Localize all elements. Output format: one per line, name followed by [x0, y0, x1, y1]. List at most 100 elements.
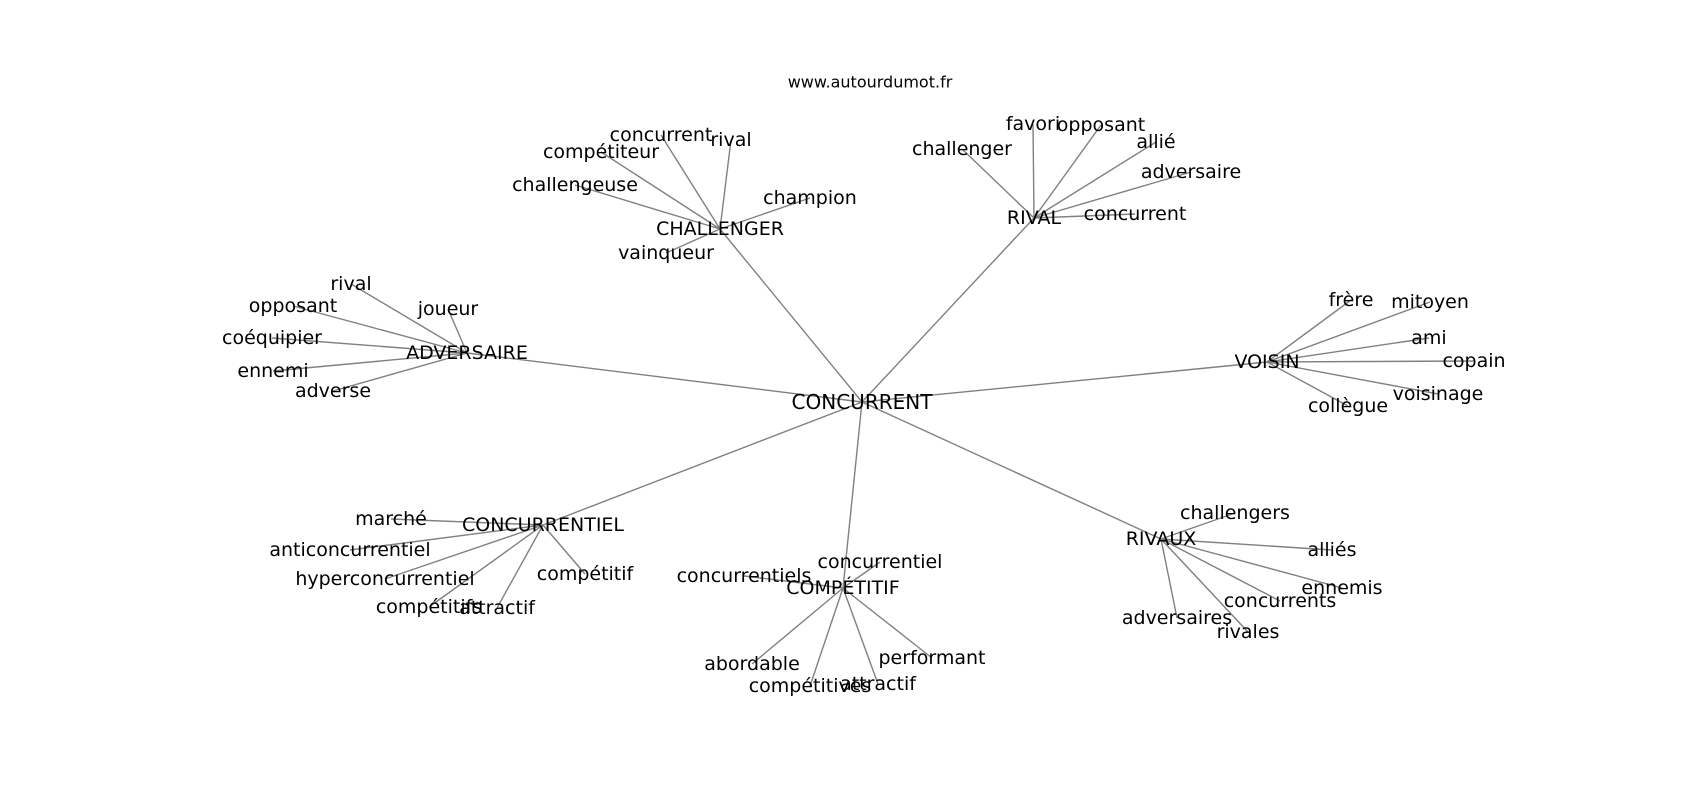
edge-concurrentiel-leaf-5	[542, 524, 586, 575]
edge-challenger-leaf-4	[719, 197, 811, 230]
edge-rivaux-leaf-4	[1160, 538, 1178, 619]
edge-center-competitif	[842, 401, 863, 589]
edge-challenger-leaf-0	[660, 134, 721, 230]
leaf-word-rivaux-5[interactable]: rivales	[1217, 621, 1280, 643]
leaf-word-competitif-5[interactable]: performant	[879, 647, 986, 669]
leaf-word-rivaux-3[interactable]: concurrents	[1224, 590, 1337, 612]
edge-rival-leaf-4	[1033, 171, 1192, 219]
graph-edges	[271, 123, 1475, 687]
leaf-word-rivaux-2[interactable]: ennemis	[1301, 577, 1382, 599]
leaf-word-adversaire-4[interactable]: ennemi	[237, 360, 308, 382]
edge-voisin-leaf-4	[1266, 361, 1439, 395]
source-label: www.autourdumot.fr	[788, 73, 953, 92]
leaf-word-concurrentiel-2[interactable]: hyperconcurrentiel	[295, 568, 474, 590]
edge-center-rivaux	[861, 401, 1162, 540]
edge-rivaux-leaf-3	[1160, 538, 1281, 602]
leaf-word-concurrentiel-0[interactable]: marché	[355, 508, 427, 530]
hub-word-voisin[interactable]: VOISIN	[1234, 351, 1299, 373]
leaf-word-rivaux-0[interactable]: challengers	[1180, 502, 1290, 524]
edge-adversaire-leaf-0	[350, 283, 468, 354]
edge-voisin-leaf-1	[1266, 301, 1431, 363]
edge-rival-leaf-2	[1033, 141, 1157, 219]
edge-rival-leaf-3	[961, 148, 1035, 219]
edge-rivaux-leaf-0	[1160, 512, 1236, 540]
edge-center-voisin	[861, 361, 1268, 403]
leaf-word-rival-0[interactable]: favori	[1006, 113, 1060, 135]
edge-competitif-leaf-2	[751, 587, 844, 665]
leaf-word-challenger-0[interactable]: concurrent	[610, 124, 713, 146]
edge-voisin-leaf-2	[1266, 337, 1430, 363]
edge-adversaire-leaf-5	[332, 352, 468, 392]
edge-voisin-leaf-0	[1266, 299, 1352, 363]
leaf-word-challenger-4[interactable]: champion	[763, 187, 857, 209]
edge-competitif-leaf-4	[842, 587, 879, 685]
leaf-word-rival-2[interactable]: allié	[1136, 131, 1175, 153]
leaf-word-adversaire-0[interactable]: rival	[330, 273, 371, 295]
leaf-word-challenger-5[interactable]: vainqueur	[618, 242, 714, 264]
leaf-word-concurrentiel-3[interactable]: compétitifs	[376, 596, 482, 618]
edge-center-rival	[861, 217, 1035, 403]
leaf-word-competitif-2[interactable]: abordable	[704, 653, 800, 675]
leaf-word-rival-1[interactable]: opposant	[1057, 114, 1145, 136]
edge-concurrentiel-leaf-4	[496, 524, 544, 609]
leaf-word-voisin-4[interactable]: voisinage	[1393, 383, 1484, 405]
edge-center-adversaire	[466, 352, 863, 403]
edge-adversaire-leaf-3	[271, 337, 468, 354]
leaf-word-concurrentiel-5[interactable]: compétitif	[537, 563, 635, 585]
leaf-word-challenger-2[interactable]: compétiteur	[543, 141, 659, 163]
hub-word-rival[interactable]: RIVAL	[1007, 207, 1062, 229]
leaf-word-voisin-3[interactable]: copain	[1442, 350, 1505, 372]
edge-rival-leaf-1	[1033, 124, 1102, 219]
leaf-word-rival-3[interactable]: challenger	[912, 138, 1012, 160]
edge-rival-leaf-5	[1033, 213, 1136, 219]
leaf-word-competitif-3[interactable]: compétitives	[749, 675, 872, 697]
edge-challenger-leaf-1	[719, 139, 732, 230]
edge-voisin-leaf-3	[1266, 360, 1475, 363]
edge-concurrentiel-leaf-0	[390, 518, 544, 526]
leaf-word-voisin-0[interactable]: frère	[1329, 289, 1374, 311]
leaf-word-adversaire-5[interactable]: adverse	[295, 380, 371, 402]
hub-word-challenger[interactable]: CHALLENGER	[656, 218, 784, 240]
leaf-word-rival-5[interactable]: concurrent	[1084, 203, 1187, 225]
leaf-word-concurrentiel-4[interactable]: attractif	[459, 597, 536, 619]
leaf-word-adversaire-2[interactable]: opposant	[249, 295, 337, 317]
leaf-word-voisin-2[interactable]: ami	[1411, 327, 1446, 349]
edge-concurrentiel-leaf-3	[428, 524, 544, 608]
leaf-word-rivaux-1[interactable]: alliés	[1307, 539, 1356, 561]
edge-competitif-leaf-1	[743, 575, 844, 589]
leaf-word-rival-4[interactable]: adversaire	[1141, 161, 1241, 183]
hub-word-rivaux[interactable]: RIVAUX	[1126, 528, 1197, 550]
edge-adversaire-leaf-1	[447, 308, 468, 354]
leaf-word-voisin-5[interactable]: collègue	[1308, 395, 1388, 417]
edge-center-concurrentiel	[542, 401, 863, 526]
edge-challenger-leaf-3	[574, 184, 721, 230]
leaf-word-challenger-1[interactable]: rival	[710, 129, 751, 151]
edge-voisin-leaf-5	[1266, 361, 1349, 407]
hub-word-concurrentiel[interactable]: CONCURRENTIEL	[462, 514, 624, 536]
edge-challenger-leaf-2	[600, 151, 721, 230]
edge-adversaire-leaf-4	[272, 352, 468, 372]
leaf-word-challenger-3[interactable]: challengeuse	[512, 174, 638, 196]
edge-concurrentiel-leaf-1	[349, 524, 544, 551]
graph-labels: www.autourdumot.fr CONCURRENT CHALLENGER c…	[222, 73, 1506, 698]
edge-center-challenger	[719, 228, 863, 403]
leaf-word-competitif-0[interactable]: concurrentiel	[818, 551, 943, 573]
center-word[interactable]: CONCURRENT	[792, 390, 934, 414]
edge-adversaire-leaf-2	[292, 305, 468, 354]
edge-competitif-leaf-3	[809, 587, 844, 687]
edge-rivaux-leaf-5	[1160, 538, 1249, 633]
leaf-word-competitif-4[interactable]: attractif	[840, 673, 917, 695]
edge-challenger-leaf-5	[665, 228, 721, 254]
leaf-word-concurrentiel-1[interactable]: anticoncurrentiel	[269, 539, 430, 561]
hub-word-competitif[interactable]: COMPÉTITIF	[786, 576, 899, 599]
leaf-word-adversaire-3[interactable]: coéquipier	[222, 327, 322, 349]
edge-rival-leaf-0	[1032, 123, 1035, 219]
leaf-word-competitif-1[interactable]: concurrentiels	[677, 565, 812, 587]
edge-rivaux-leaf-1	[1160, 538, 1333, 551]
edge-concurrentiel-leaf-2	[384, 524, 544, 580]
leaf-word-voisin-1[interactable]: mitoyen	[1391, 291, 1469, 313]
edge-competitif-leaf-5	[842, 587, 933, 659]
leaf-word-rivaux-4[interactable]: adversaires	[1122, 607, 1232, 629]
hub-word-adversaire[interactable]: ADVERSAIRE	[406, 342, 528, 364]
leaf-word-adversaire-1[interactable]: joueur	[417, 298, 479, 320]
